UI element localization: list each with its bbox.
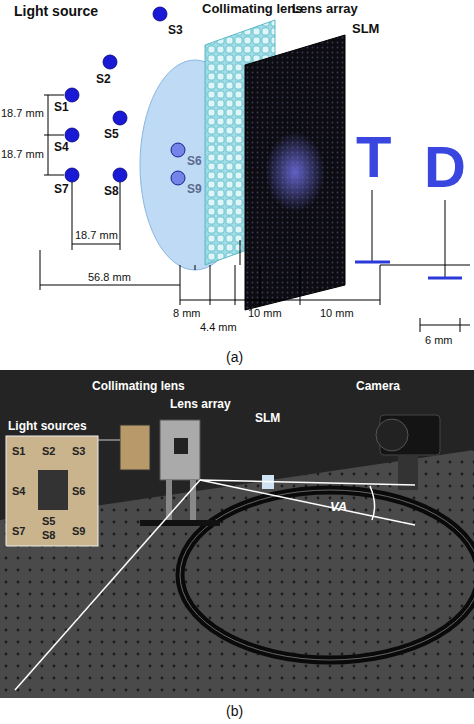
source-label: S1 — [54, 101, 69, 113]
photo-label: Lens array — [170, 398, 231, 410]
source-label: S7 — [54, 183, 69, 195]
source-label: S9 — [187, 183, 202, 195]
dimension: 18.7 mm — [75, 230, 118, 241]
photo-label: Camera — [356, 380, 400, 392]
dimension: 8 mm — [173, 308, 201, 319]
source-label: S7 — [12, 526, 25, 537]
source-label: S6 — [187, 155, 202, 167]
source-label: S8 — [104, 185, 119, 197]
photo-label: SLM — [255, 412, 280, 424]
target-letter: D — [424, 138, 466, 196]
dimension: 10 mm — [248, 308, 282, 319]
source-label: S4 — [12, 486, 25, 497]
panel-label: (a) — [226, 350, 243, 364]
source-label: S3 — [168, 24, 183, 36]
source-label: S4 — [54, 141, 69, 153]
panel-label: (b) — [226, 704, 243, 718]
source-label: S5 — [42, 516, 55, 527]
dimension: 4.4 mm — [200, 322, 237, 333]
source-label: S1 — [12, 446, 25, 457]
dimension: 56.8 mm — [88, 272, 131, 283]
source-label: S2 — [96, 73, 111, 85]
dimension: 6 mm — [425, 335, 453, 346]
source-label: S8 — [42, 530, 55, 541]
source-label: S3 — [72, 446, 85, 457]
source-label: S5 — [104, 128, 119, 140]
target-letter: T — [356, 128, 391, 186]
photo-label: Light sources — [8, 420, 87, 432]
dimension: 18.7 mm — [1, 149, 44, 160]
component-label: Light source — [14, 4, 98, 18]
component-label: SLM — [352, 22, 379, 35]
source-label: S6 — [72, 486, 85, 497]
source-label: S2 — [42, 446, 55, 457]
angle-label: VA — [330, 500, 347, 513]
source-label: S9 — [72, 526, 85, 537]
component-label: Collimating lens — [202, 2, 302, 15]
dimension: 18.7 mm — [1, 108, 44, 119]
dimension: 10 mm — [320, 308, 354, 319]
photo-label: Collimating lens — [92, 380, 185, 392]
component-label: Lens array — [292, 2, 358, 15]
